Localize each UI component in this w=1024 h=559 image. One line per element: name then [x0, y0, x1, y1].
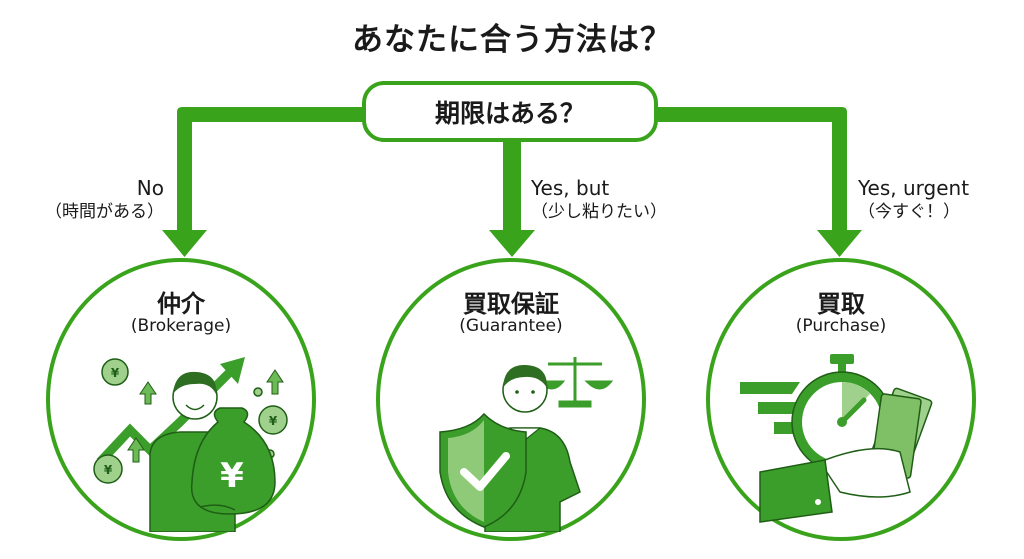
branch-answer: No: [136, 176, 164, 200]
arrow-down-left-icon: [162, 230, 207, 257]
branch-note: （今すぐ！）: [858, 202, 960, 222]
svg-text:¥: ¥: [111, 366, 120, 380]
page-title: あなたに合う方法は？: [352, 22, 672, 58]
branch-answer: Yes, urgent: [858, 176, 970, 200]
branch-note: （少し粘りたい）: [531, 202, 667, 222]
option-guarantee: 買取保証 (Guarantee): [376, 258, 646, 541]
person-with-yen-moneybag-icon: ¥ ¥ ¥ ¥: [93, 357, 288, 532]
branch-label-yes-but: Yes, but （少し粘りたい）: [531, 176, 667, 224]
option-brokerage: 仲介 (Brokerage) ¥ ¥ ¥ ¥: [46, 258, 316, 541]
svg-text:¥: ¥: [220, 456, 244, 496]
stopwatch-and-cash-icon: [740, 354, 933, 523]
question-text: 期限はある？: [434, 98, 585, 128]
person-with-shield-and-scales-icon: [439, 357, 614, 532]
option-title: 仲介: [157, 290, 205, 318]
option-subtitle: (Guarantee): [459, 316, 563, 336]
svg-text:¥: ¥: [269, 414, 278, 428]
option-title: 買取: [817, 290, 865, 318]
branch-label-yes-urgent: Yes, urgent （今すぐ！）: [858, 176, 969, 224]
option-purchase: 買取 (Purchase): [706, 258, 976, 541]
arrow-down-right-icon: [817, 230, 862, 257]
option-title: 買取保証: [463, 290, 559, 318]
branch-label-no: No （時間がある）: [40, 176, 164, 224]
question-box: 期限はある？: [362, 81, 658, 142]
arrow-down-center-icon: [489, 230, 535, 257]
option-subtitle: (Purchase): [795, 316, 887, 336]
option-subtitle: (Brokerage): [130, 316, 232, 336]
branch-note: （時間がある）: [45, 202, 164, 222]
svg-text:¥: ¥: [104, 463, 113, 477]
branch-answer: Yes, but: [531, 176, 610, 200]
